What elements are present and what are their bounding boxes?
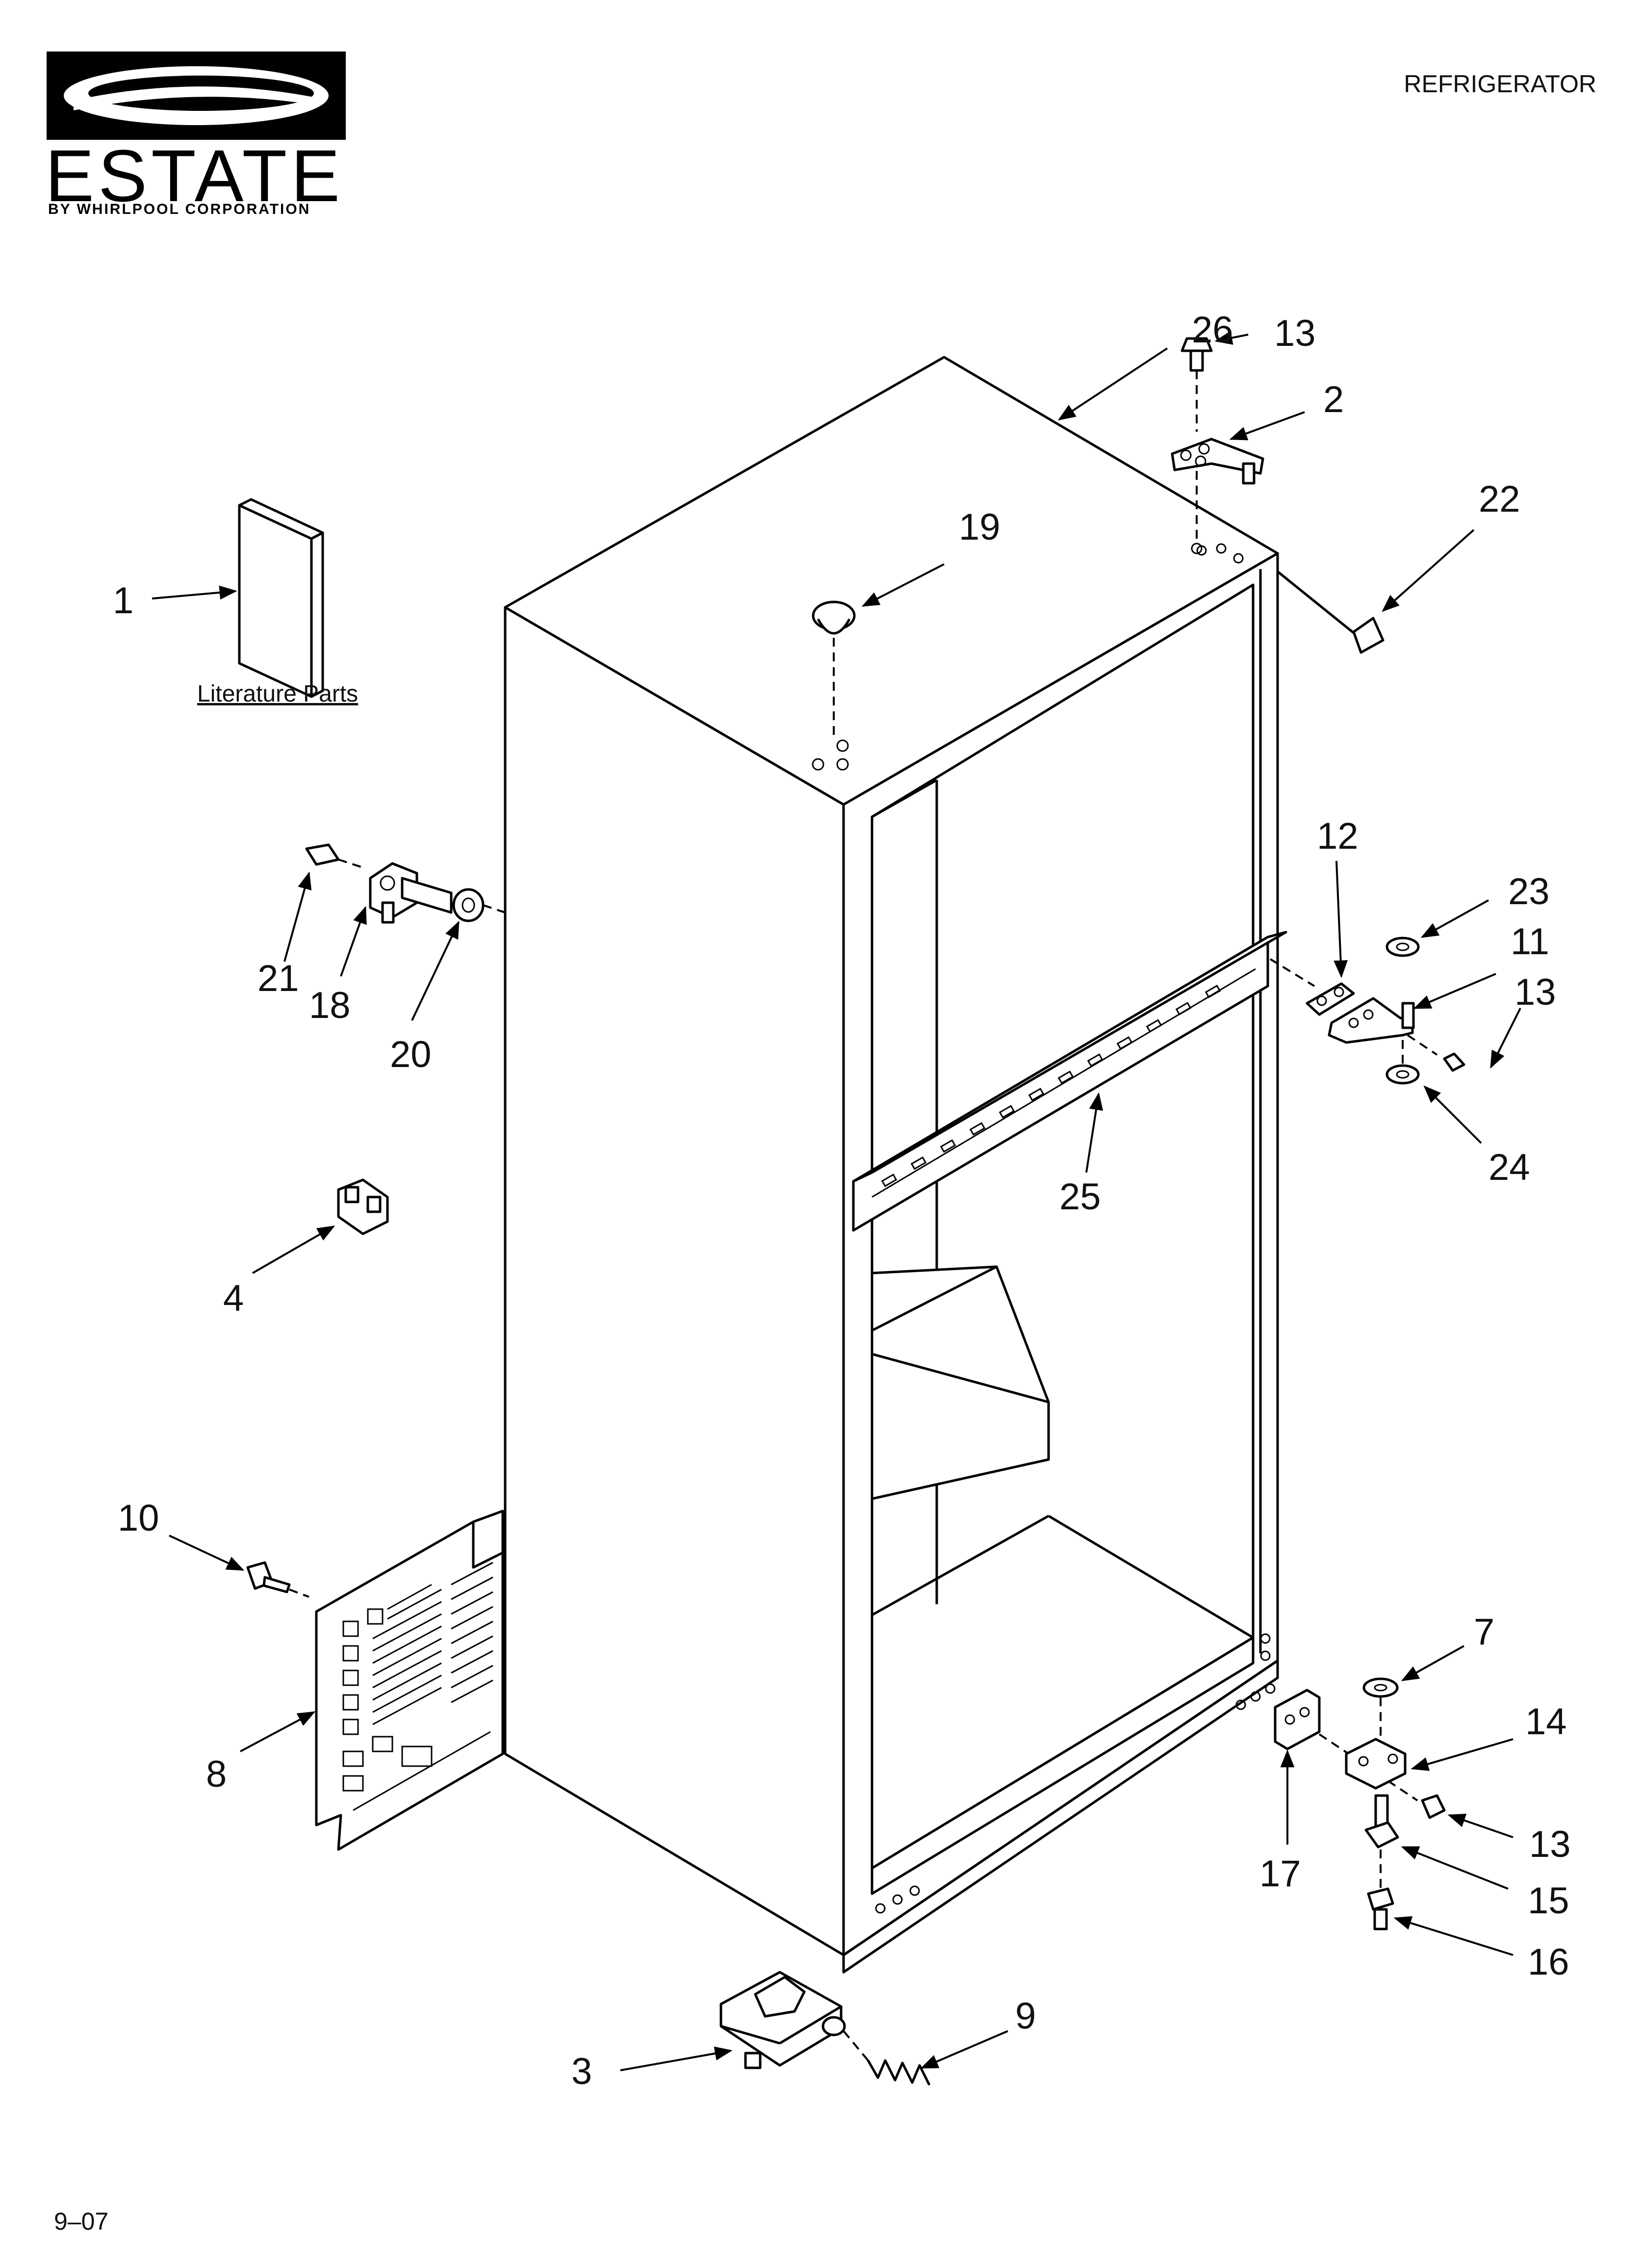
leader-lines (152, 331, 1521, 2071)
callout-24: 24 (1488, 1147, 1530, 1188)
top-plug-button (812, 600, 856, 736)
callout-17: 17 (1259, 1853, 1301, 1895)
clip (337, 1178, 389, 1235)
callout-16: 16 (1528, 1941, 1569, 1983)
callout-13-top: 13 (1274, 313, 1316, 354)
literature-parts-book (238, 498, 324, 698)
callout-20: 20 (390, 1034, 432, 1075)
callout-10: 10 (118, 1497, 159, 1539)
callout-19: 19 (959, 506, 1001, 548)
callout-14: 14 (1525, 1701, 1567, 1743)
callout-23: 23 (1508, 871, 1550, 912)
brand-name: ESTATE (45, 134, 344, 217)
page-title: REFRIGERATOR (1404, 70, 1596, 98)
hinge-cover (1277, 571, 1385, 654)
callout-8: 8 (206, 1753, 227, 1795)
callout-4: 4 (223, 1277, 244, 1319)
callout-13-bottom: 13 (1529, 1824, 1571, 1865)
refrigerator-cabinet (504, 356, 1279, 1974)
callout-1: 1 (113, 580, 133, 622)
literature-parts-label: Literature Parts (197, 681, 358, 707)
cabinet-rail (852, 931, 1287, 1232)
rail-slots (881, 985, 1221, 1187)
bottom-hinge-assembly (1274, 1677, 1446, 1930)
middle-hinge-assembly (1269, 937, 1465, 1085)
panel-screw (246, 1561, 309, 1598)
callouts: 26 13 2 22 19 1 12 23 11 13 24 21 18 20 … (113, 309, 1571, 2092)
estate-logo: ESTATE BY WHIRLPOOL CORPORATION (45, 52, 346, 217)
top-hinge-screw (1180, 337, 1213, 432)
roller-assembly (719, 1971, 846, 2069)
top-hinge (1171, 438, 1264, 554)
access-panel-grille (342, 1562, 493, 1811)
callout-3: 3 (571, 2051, 592, 2092)
callout-18: 18 (309, 985, 351, 1026)
roller-spring (843, 2030, 931, 2086)
callout-2: 2 (1323, 379, 1344, 420)
callout-22: 22 (1479, 478, 1520, 520)
callout-7: 7 (1474, 1611, 1494, 1653)
callout-21: 21 (257, 958, 299, 999)
revision-code: 9–07 (54, 2208, 108, 2235)
callout-15: 15 (1528, 1880, 1569, 1922)
callout-13-mid: 13 (1514, 971, 1556, 1013)
callout-12: 12 (1317, 815, 1359, 857)
callout-9: 9 (1015, 1995, 1036, 2037)
callout-26: 26 (1192, 309, 1233, 351)
brand-subtitle: BY WHIRLPOOL CORPORATION (48, 201, 310, 217)
left-hinge-pin-assembly (305, 843, 506, 924)
callout-11: 11 (1511, 921, 1549, 963)
callout-25: 25 (1059, 1176, 1101, 1218)
access-panel (315, 1510, 504, 1851)
